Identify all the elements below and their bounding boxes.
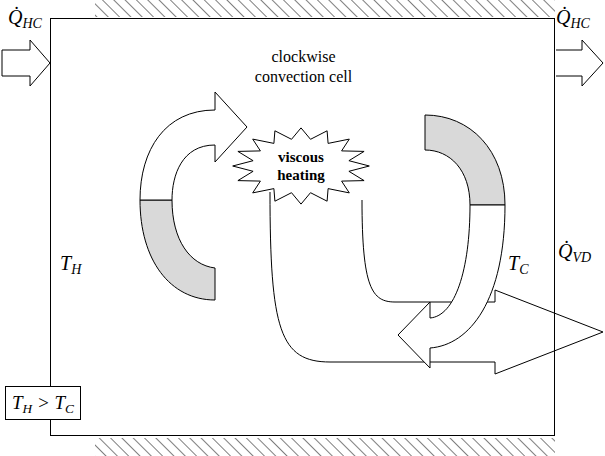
wall-hatch — [95, 0, 555, 17]
starburst-shape — [233, 128, 370, 204]
enclosure-box: clockwise convection cell viscous heating — [50, 18, 555, 436]
convection-ribbon — [425, 115, 505, 205]
convection-ribbon — [140, 200, 215, 300]
symbol-label: Q̇HC — [556, 6, 590, 29]
condition-box: TH > TC — [5, 386, 81, 420]
node-text: clockwise convection cell — [236, 47, 371, 87]
symbol-label: Q̇VD — [558, 240, 591, 263]
wall-hatch — [95, 438, 555, 456]
symbol-label: Q̇HC — [8, 6, 42, 29]
starburst-outline — [240, 132, 362, 200]
convection-arrow — [140, 92, 247, 200]
node-text: viscous heating — [266, 148, 336, 184]
dissipation-arrow — [270, 192, 603, 374]
node-text: TH > TC — [12, 392, 74, 414]
starburst: viscous heating — [240, 132, 362, 200]
heat-arrow — [2, 40, 50, 86]
symbol-label: TH — [60, 252, 81, 275]
convection-arrow — [398, 205, 505, 368]
heat-arrow — [556, 40, 603, 86]
symbol-label: TC — [508, 252, 528, 275]
